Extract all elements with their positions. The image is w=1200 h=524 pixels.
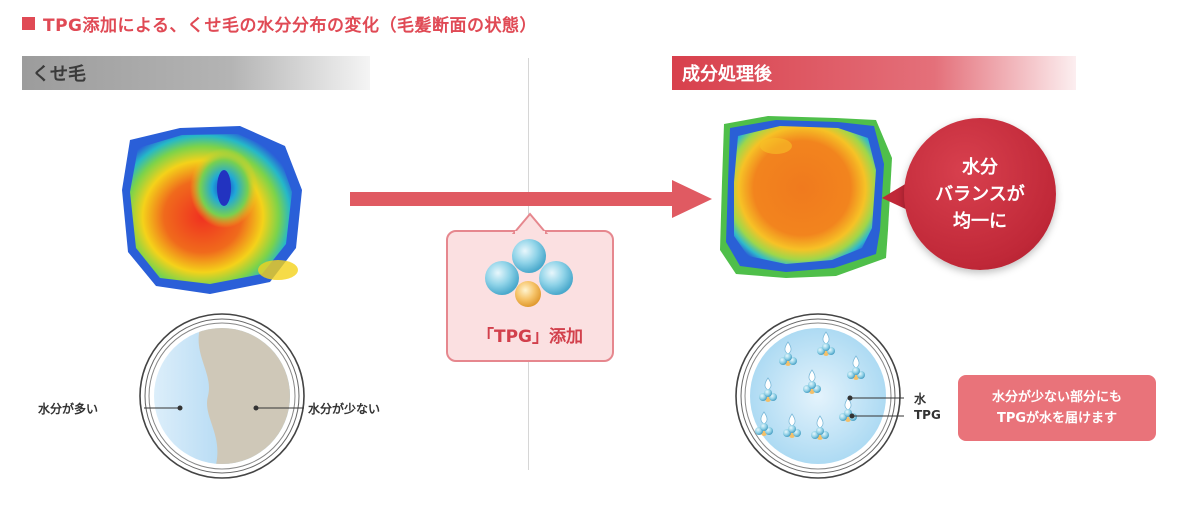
- heatmap-after: [720, 116, 892, 278]
- balanced-moisture-bubble: 水分 バランスが 均一に: [904, 118, 1056, 270]
- bubble-line-1: 水分: [962, 156, 998, 178]
- title-bullet-icon: [22, 16, 35, 30]
- tpg-delivers-water-note: 水分が少ない部分にも TPGが水を届けます: [958, 375, 1156, 441]
- note-line-2: TPGが水を届けます: [996, 411, 1118, 426]
- bubble-line-2: バランスが: [935, 183, 1025, 205]
- bubble-line-3: 均一に: [953, 210, 1007, 232]
- label-tpg: TPG: [914, 408, 941, 422]
- heading-after-treatment: 成分処理後: [672, 56, 1076, 90]
- cross-section-before: [139, 313, 305, 479]
- transition-arrow-icon: [350, 180, 712, 218]
- diagram-title: TPG添加による、くせ毛の水分分布の変化（毛髪断面の状態）: [22, 10, 537, 36]
- tpg-molecule-icon: [485, 239, 573, 307]
- tpg-added-label: 「TPG」添加: [476, 327, 583, 347]
- heading-frizzy-hair: くせ毛: [22, 56, 370, 90]
- label-moisture-low: 水分が少ない: [308, 402, 381, 416]
- label-water: 水: [914, 392, 927, 406]
- note-line-1: 水分が少ない部分にも: [991, 390, 1122, 405]
- callout-pointer-icon: [512, 212, 548, 234]
- heatmap-before: [122, 126, 302, 294]
- title-text: TPG添加による、くせ毛の水分分布の変化（毛髪断面の状態）: [43, 15, 537, 36]
- label-moisture-high: 水分が多い: [38, 402, 99, 416]
- cross-section-after: [735, 313, 904, 479]
